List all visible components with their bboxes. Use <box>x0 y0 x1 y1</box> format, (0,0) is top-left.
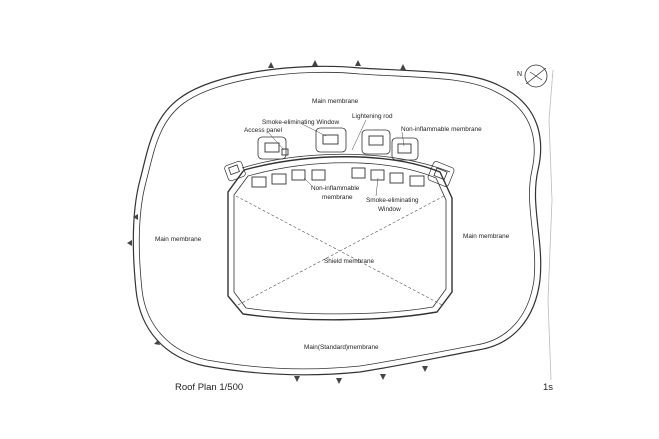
paper-edge <box>547 69 554 381</box>
label-access-panel: Access panel <box>244 127 282 134</box>
shield-diagonals <box>235 195 445 307</box>
label-main-membrane-top: Main membrane <box>312 98 359 105</box>
anchor-fittings <box>127 60 428 384</box>
leader-lines <box>267 119 405 197</box>
label-lightening-rod: Lightening rod <box>352 113 393 120</box>
north-mark: N <box>517 71 522 78</box>
shield-membrane-outline <box>227 156 453 321</box>
label-main-standard-membrane: Main(Standard)membrane <box>304 344 379 351</box>
smoke-window-row-lower <box>224 153 455 188</box>
label-non-inflammable-top: Non-inflammable membrane <box>401 126 482 133</box>
smoke-window-row-upper <box>257 127 419 161</box>
label-main-membrane-left: Main membrane <box>155 236 202 243</box>
access-panel <box>281 148 289 156</box>
north-arrow-icon <box>524 64 548 88</box>
label-smoke-window-inner-2: Window <box>378 206 401 213</box>
drawing-caption: Roof Plan 1/500 <box>175 382 243 393</box>
corner-mark: 1s <box>543 382 553 393</box>
label-main-membrane-right: Main membrane <box>463 233 510 240</box>
label-non-inflammable-inner-2: membrane <box>322 194 353 201</box>
label-smoke-window-top: Smoke-eliminating Window <box>262 119 339 126</box>
label-shield-membrane: Shield membrane <box>324 258 375 265</box>
label-smoke-window-inner-1: Smoke-eliminating <box>366 197 419 204</box>
label-non-inflammable-inner-1: Non-inflammable <box>311 185 360 192</box>
outer-membrane-outline <box>132 65 542 376</box>
